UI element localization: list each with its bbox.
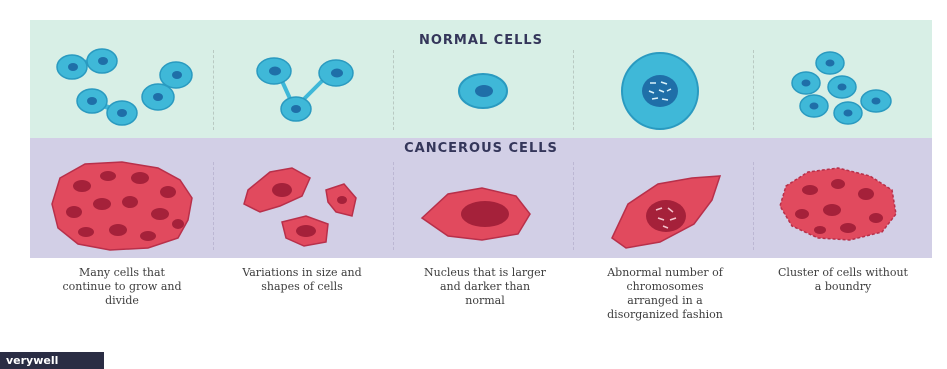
normal-cells-illustration	[30, 20, 932, 140]
cancerous-cells-illustration	[30, 138, 932, 258]
normal-cell-cluster	[792, 52, 891, 124]
caption-large-nucleus: Nucleus that is larger and darker than n…	[420, 266, 550, 308]
caption-size-shape-variation: Variations in size and shapes of cells	[237, 266, 367, 294]
normal-varied-cells	[257, 58, 353, 121]
caption-cluster-no-boundary: Cluster of cells without a boundry	[778, 266, 908, 294]
caption-abnormal-chromosomes: Abnormal number of chromosomes arranged …	[600, 266, 730, 322]
normal-cells-panel: NORMAL CELLS	[30, 20, 932, 138]
cancer-boundless-cluster	[780, 168, 896, 240]
cancer-cell-mass	[52, 162, 192, 250]
normal-chromosome-cell	[622, 53, 698, 129]
verywell-logo: verywell	[0, 352, 104, 369]
caption-uncontrolled-growth: Many cells that continue to grow and div…	[57, 266, 187, 308]
cancerous-cells-panel: CANCEROUS CELLS	[30, 138, 932, 258]
normal-dividing-cells	[57, 49, 192, 125]
cancer-abnormal-chromosome-cell	[612, 176, 720, 248]
cancer-irregular-cells	[244, 168, 356, 246]
cancer-large-nucleus-cell	[422, 188, 530, 240]
normal-single-cell	[459, 74, 507, 108]
